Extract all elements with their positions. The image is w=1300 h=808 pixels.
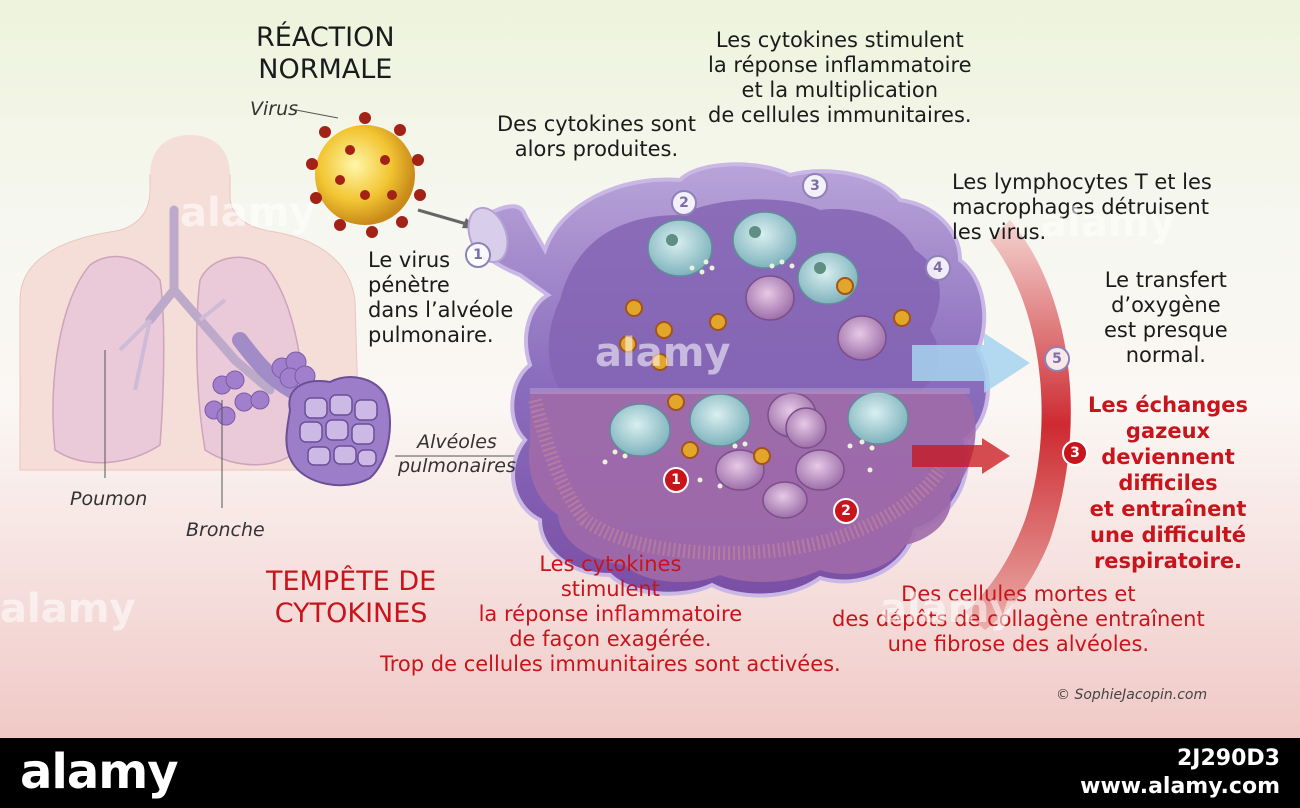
badge-normal-5: 5	[1044, 346, 1070, 372]
label-bronche: Bronche	[186, 518, 265, 543]
label-poumon: Poumon	[70, 487, 147, 512]
badge-storm-3: 3	[1062, 440, 1088, 466]
badge-storm-1: 1	[663, 467, 689, 493]
label-virus: Virus	[250, 97, 298, 122]
footer-image-id: 2J290D3	[1177, 746, 1280, 771]
badge-storm-2: 2	[833, 498, 859, 524]
virus-large	[306, 112, 426, 238]
badge-normal-1: 1	[465, 242, 491, 268]
footer-bar: alamy 2J290D3 www.alamy.com	[0, 738, 1300, 808]
alveolar-sac-small	[286, 377, 390, 485]
copyright-credit: © SophieJacopin.com	[1056, 687, 1207, 703]
alveole-large	[462, 164, 988, 595]
footer-url[interactable]: www.alamy.com	[1080, 774, 1280, 799]
badge-normal-2: 2	[671, 190, 697, 216]
capillary-arc	[965, 220, 1071, 630]
badge-normal-3: 3	[802, 173, 828, 199]
badge-normal-4: 4	[925, 255, 951, 281]
footer-logo: alamy	[20, 744, 178, 800]
